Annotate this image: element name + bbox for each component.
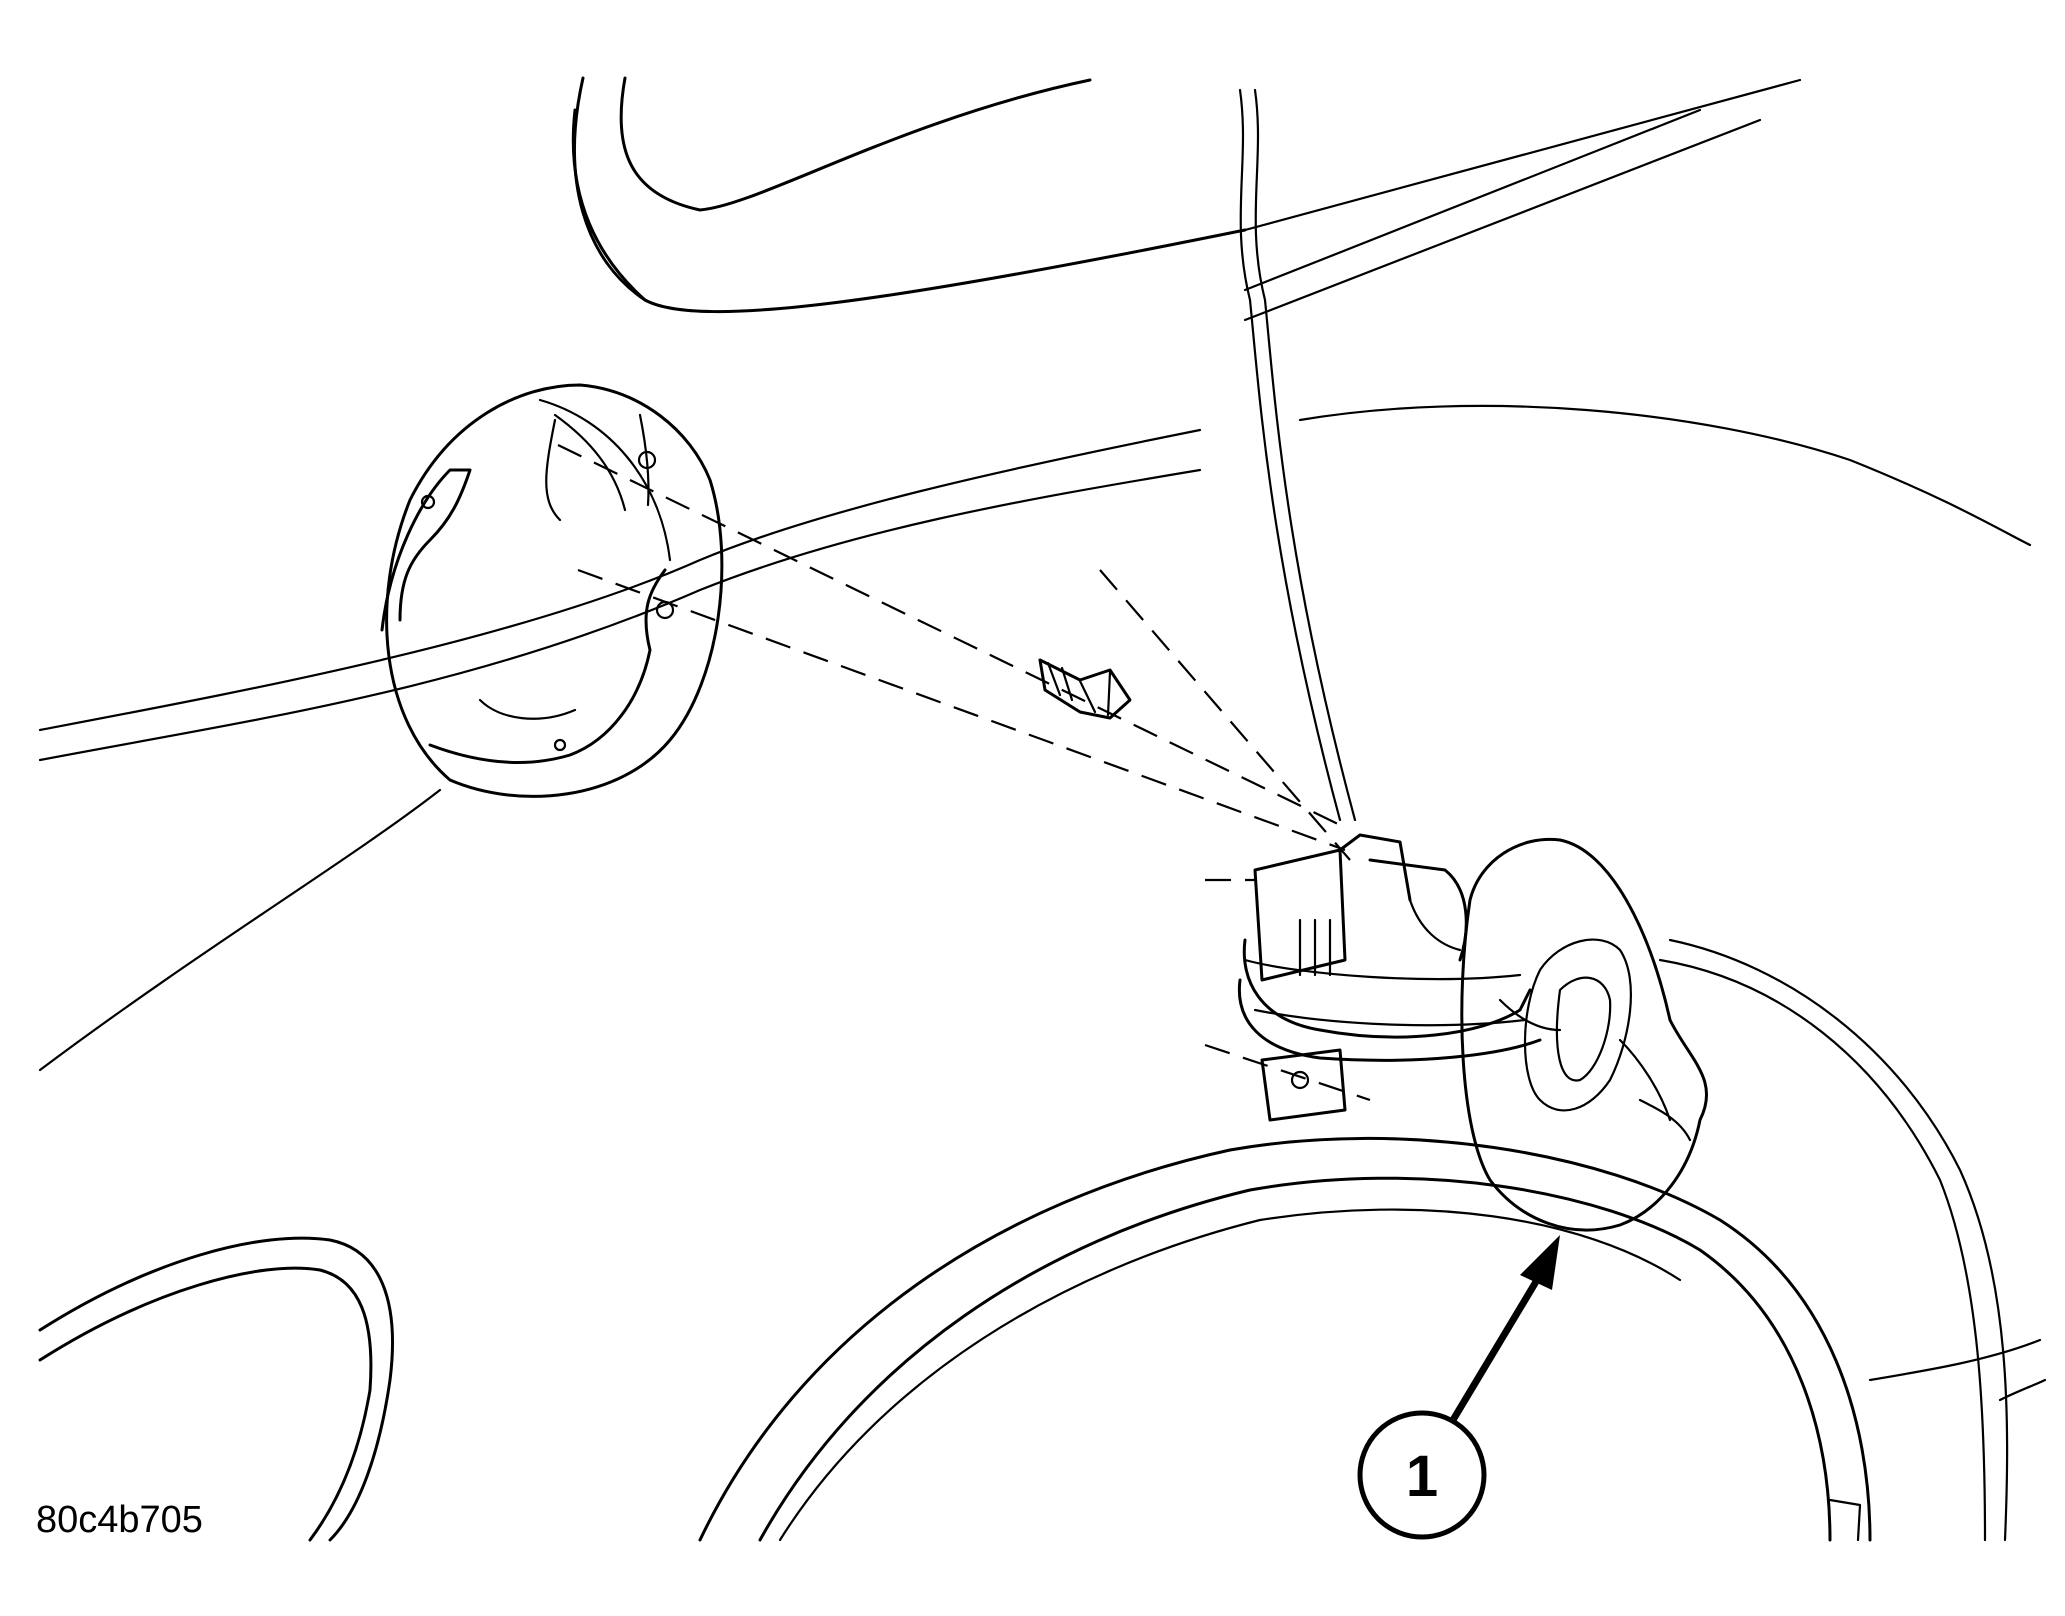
hinge-bracket [1237, 833, 1542, 1122]
wheel-arch [698, 938, 2047, 1542]
alignment-lines [557, 444, 1371, 1102]
callout-label: 1 [1406, 1444, 1438, 1509]
callout-1: 1 [1357, 1410, 1487, 1540]
lower-door-outline [38, 1236, 394, 1542]
window-outline [571, 76, 1802, 322]
figure-code: 80c4b705 [36, 1499, 203, 1541]
screw [1038, 658, 1132, 720]
fuel-filler-door [380, 383, 724, 798]
callout-leader [1446, 1235, 1560, 1429]
arrowhead-icon [1520, 1235, 1560, 1290]
body-panel-lines [38, 88, 2032, 1072]
filler-door-open [1460, 837, 1709, 1232]
